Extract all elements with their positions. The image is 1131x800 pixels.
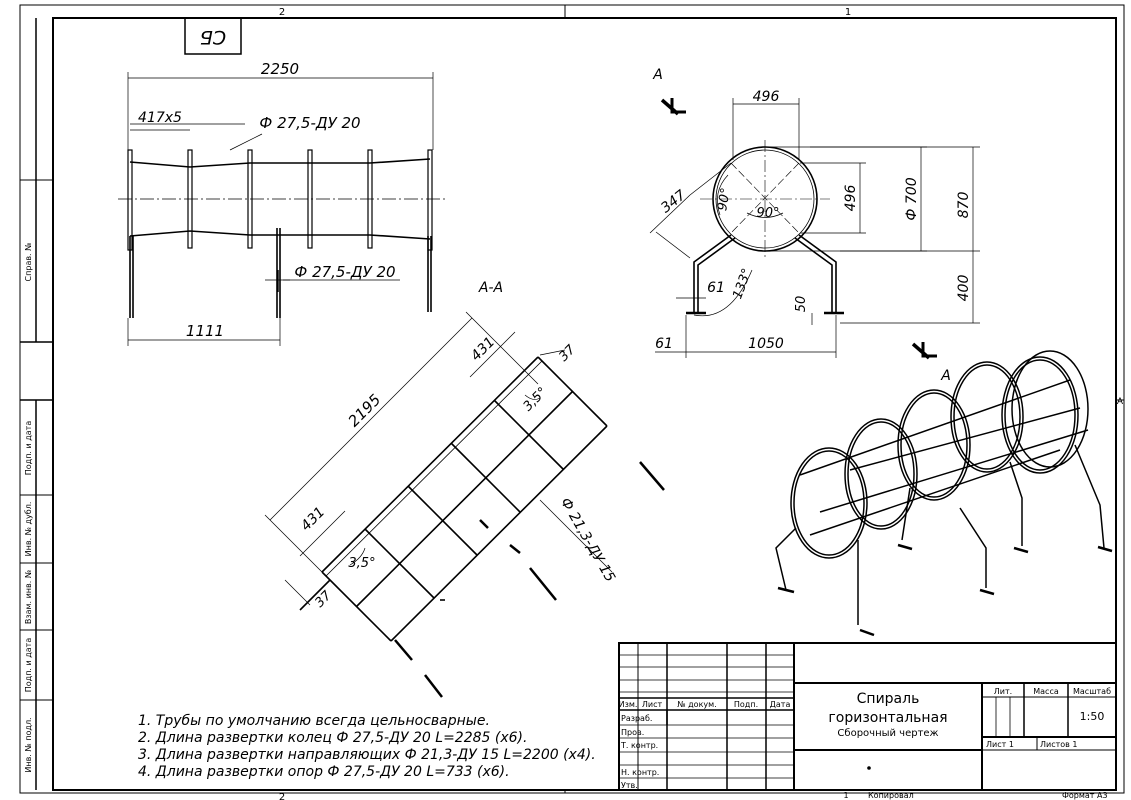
- zone-number: 1: [845, 7, 851, 18]
- tb-masshtab: Масштаб: [1073, 687, 1111, 696]
- tb-massa: Масса: [1033, 687, 1059, 696]
- dim-total-height: 870: [956, 192, 972, 219]
- dim-angle-bottom: 3,5°: [348, 556, 375, 571]
- dim-foot: 61: [707, 280, 725, 296]
- note-line: 3. Длина развертки направляющих Ф 21,3-Д…: [138, 747, 596, 763]
- section-arrow-label: А: [940, 368, 951, 384]
- note-line: 4. Длина развертки опор Ф 27,5-ДУ 20 L=7…: [138, 764, 510, 780]
- dim-overall-length: 2250: [261, 60, 299, 78]
- tb-row-prov: Пров.: [621, 728, 644, 737]
- section-arrow: [660, 98, 937, 360]
- end-view-dimensions: [649, 98, 980, 358]
- left-strip: Справ. № Подп. и дата Инв. № дубл. Взам.…: [24, 242, 33, 773]
- strip-inv-dubl-label: Инв. № дубл.: [24, 502, 33, 557]
- note-line: 2. Длина развертки колец Ф 27,5-ДУ 20 L=…: [138, 730, 527, 746]
- dim-angle: 90°: [715, 187, 734, 212]
- title-block-labels: Изм. Лист № докум. Подп. Дата Разраб. Пр…: [619, 687, 1111, 800]
- section-view-dimensions: [264, 311, 613, 606]
- zone-letter: A: [1117, 397, 1124, 407]
- tb-product-name: Спираль: [857, 691, 920, 707]
- dim-foot: 61: [655, 336, 673, 352]
- dim-end-top: 37: [556, 342, 579, 365]
- dim-angle: 90°: [756, 206, 779, 221]
- dim-step: 417x5: [138, 110, 182, 126]
- dim-slant: 347: [658, 187, 689, 216]
- dim-end-bottom: 37: [312, 588, 335, 611]
- marker-dot: [867, 766, 871, 770]
- tb-row-nkontr: Н. контр.: [621, 768, 659, 777]
- tb-product-name: горизонтальная: [828, 710, 947, 726]
- title-block: [618, 642, 1117, 791]
- dim-angle: 133°: [730, 267, 755, 302]
- top-view-dimensions: [127, 72, 434, 346]
- tb-row-utv: Утв.: [621, 781, 638, 790]
- tb-sheets: Листов 1: [1040, 740, 1078, 749]
- dim-offset: 1111: [186, 322, 224, 340]
- dim-spacing-bottom: 431: [298, 504, 328, 534]
- designation-stamp: СБ: [200, 26, 226, 48]
- dim-base: 1050: [748, 336, 784, 352]
- tb-sheet: Лист 1: [986, 740, 1014, 749]
- dim-foot-height: 50: [794, 296, 809, 313]
- dim-support-pipe: Ф 27,5-ДУ 20: [294, 263, 395, 281]
- section-arrow-label: А: [652, 67, 663, 83]
- strip-vzam-label: Взам. инв. №: [24, 569, 33, 624]
- strip-sprav-label: Справ. №: [24, 242, 33, 282]
- top-view-drawing: [118, 149, 445, 318]
- tb-copied: Копировал: [868, 791, 914, 800]
- dim-guide-pipe: Ф 21,3-ДУ 15: [557, 495, 618, 585]
- zone-number: 2: [279, 792, 285, 800]
- tb-row-tkontr: Т. контр.: [620, 741, 658, 750]
- zone-number: 1: [843, 791, 848, 800]
- isometric-view: [775, 350, 1113, 637]
- section-view-drawing: [299, 356, 665, 698]
- zone-number: 2: [279, 7, 285, 18]
- note-line: 1. Трубы по умолчанию всегда цельносварн…: [138, 713, 490, 729]
- section-title: А-А: [478, 280, 503, 296]
- tb-lit: Лит.: [994, 687, 1012, 696]
- tb-doc-type: Сборочный чертеж: [837, 728, 938, 739]
- tb-col-list: Лист: [642, 700, 663, 709]
- dim-ring-pipe: Ф 27,5-ДУ 20: [259, 114, 360, 132]
- strip-podp-label: Подп. и дата: [24, 421, 33, 476]
- dim-width: 496: [753, 89, 780, 105]
- tb-col-podp: Подп.: [734, 700, 758, 709]
- strip-podp-label: Подп. и дата: [24, 638, 33, 693]
- dim-diameter: Ф 700: [904, 177, 920, 220]
- dim-height: 496: [843, 185, 859, 212]
- dim-angle-top: 3,5°: [521, 385, 551, 415]
- tb-col-izm: Изм.: [619, 700, 638, 709]
- dim-leg-height: 400: [956, 275, 972, 302]
- tb-row-razrab: Разраб.: [621, 714, 652, 723]
- dim-spacing-top: 431: [468, 334, 498, 364]
- tb-col-data: Дата: [770, 700, 791, 709]
- sheet-frame: [19, 4, 1125, 794]
- dim-section-length: 2195: [345, 391, 385, 431]
- tb-format: Формат А3: [1062, 791, 1108, 800]
- strip-inv-podl-label: Инв. № подл.: [24, 717, 33, 772]
- tb-scale-value: 1:50: [1080, 710, 1105, 723]
- technical-notes: 1. Трубы по умолчанию всегда цельносварн…: [138, 713, 596, 780]
- tb-col-doc: № докум.: [677, 700, 716, 709]
